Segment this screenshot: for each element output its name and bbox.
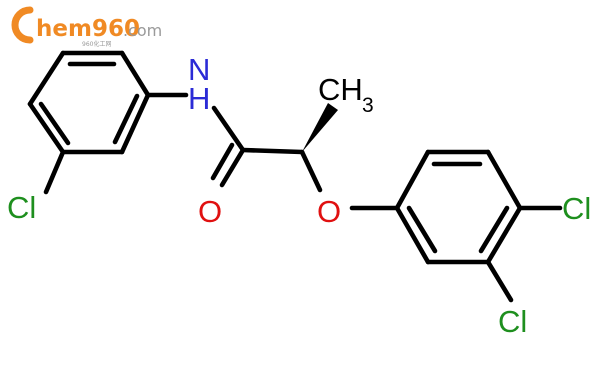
bond-to-cl — [485, 259, 514, 303]
aromatic-inner-bond — [478, 205, 510, 254]
carbonyl-double-bond — [210, 142, 235, 181]
carbonyl-double-bond — [219, 147, 246, 188]
dichlorophenyl-ring — [394, 149, 563, 303]
aromatic-inner-bond — [406, 205, 438, 254]
wedge-bond — [302, 103, 338, 152]
bond — [119, 50, 151, 98]
nitrogen-label: N — [188, 52, 210, 87]
bond — [299, 149, 323, 193]
chlorine-label: Cl — [498, 304, 527, 339]
amide-hydrogen-label: H — [188, 81, 210, 116]
logo-c-icon — [11, 6, 34, 44]
aromatic-inner-bond — [112, 93, 140, 145]
amide-chain — [210, 103, 400, 211]
methyl-subscript: 3 — [362, 94, 374, 117]
bond — [119, 92, 151, 155]
chlorine-label: Cl — [562, 191, 591, 226]
aromatic-inner-bond — [38, 101, 71, 146]
bond — [240, 147, 305, 155]
logo-brand-text: hem960 — [36, 16, 140, 42]
chlorophenyl-ring — [27, 50, 189, 195]
logo-tagline-text: 960化工网 — [82, 40, 111, 48]
watermark-logo: hem960 .com 960化工网 — [11, 6, 162, 48]
bond — [27, 50, 66, 107]
bond — [485, 205, 523, 265]
carbonyl-oxygen-label: O — [198, 194, 222, 229]
methyl-label: CH — [318, 72, 363, 107]
bond — [394, 205, 431, 265]
chlorine-label: Cl — [7, 190, 36, 225]
bond — [27, 101, 66, 155]
bond — [394, 149, 431, 211]
bond — [211, 105, 246, 153]
bond-to-cl — [43, 149, 66, 195]
ether-oxygen-label: O — [317, 194, 341, 229]
bond — [485, 149, 523, 211]
logo-domain-text: .com — [123, 21, 162, 40]
